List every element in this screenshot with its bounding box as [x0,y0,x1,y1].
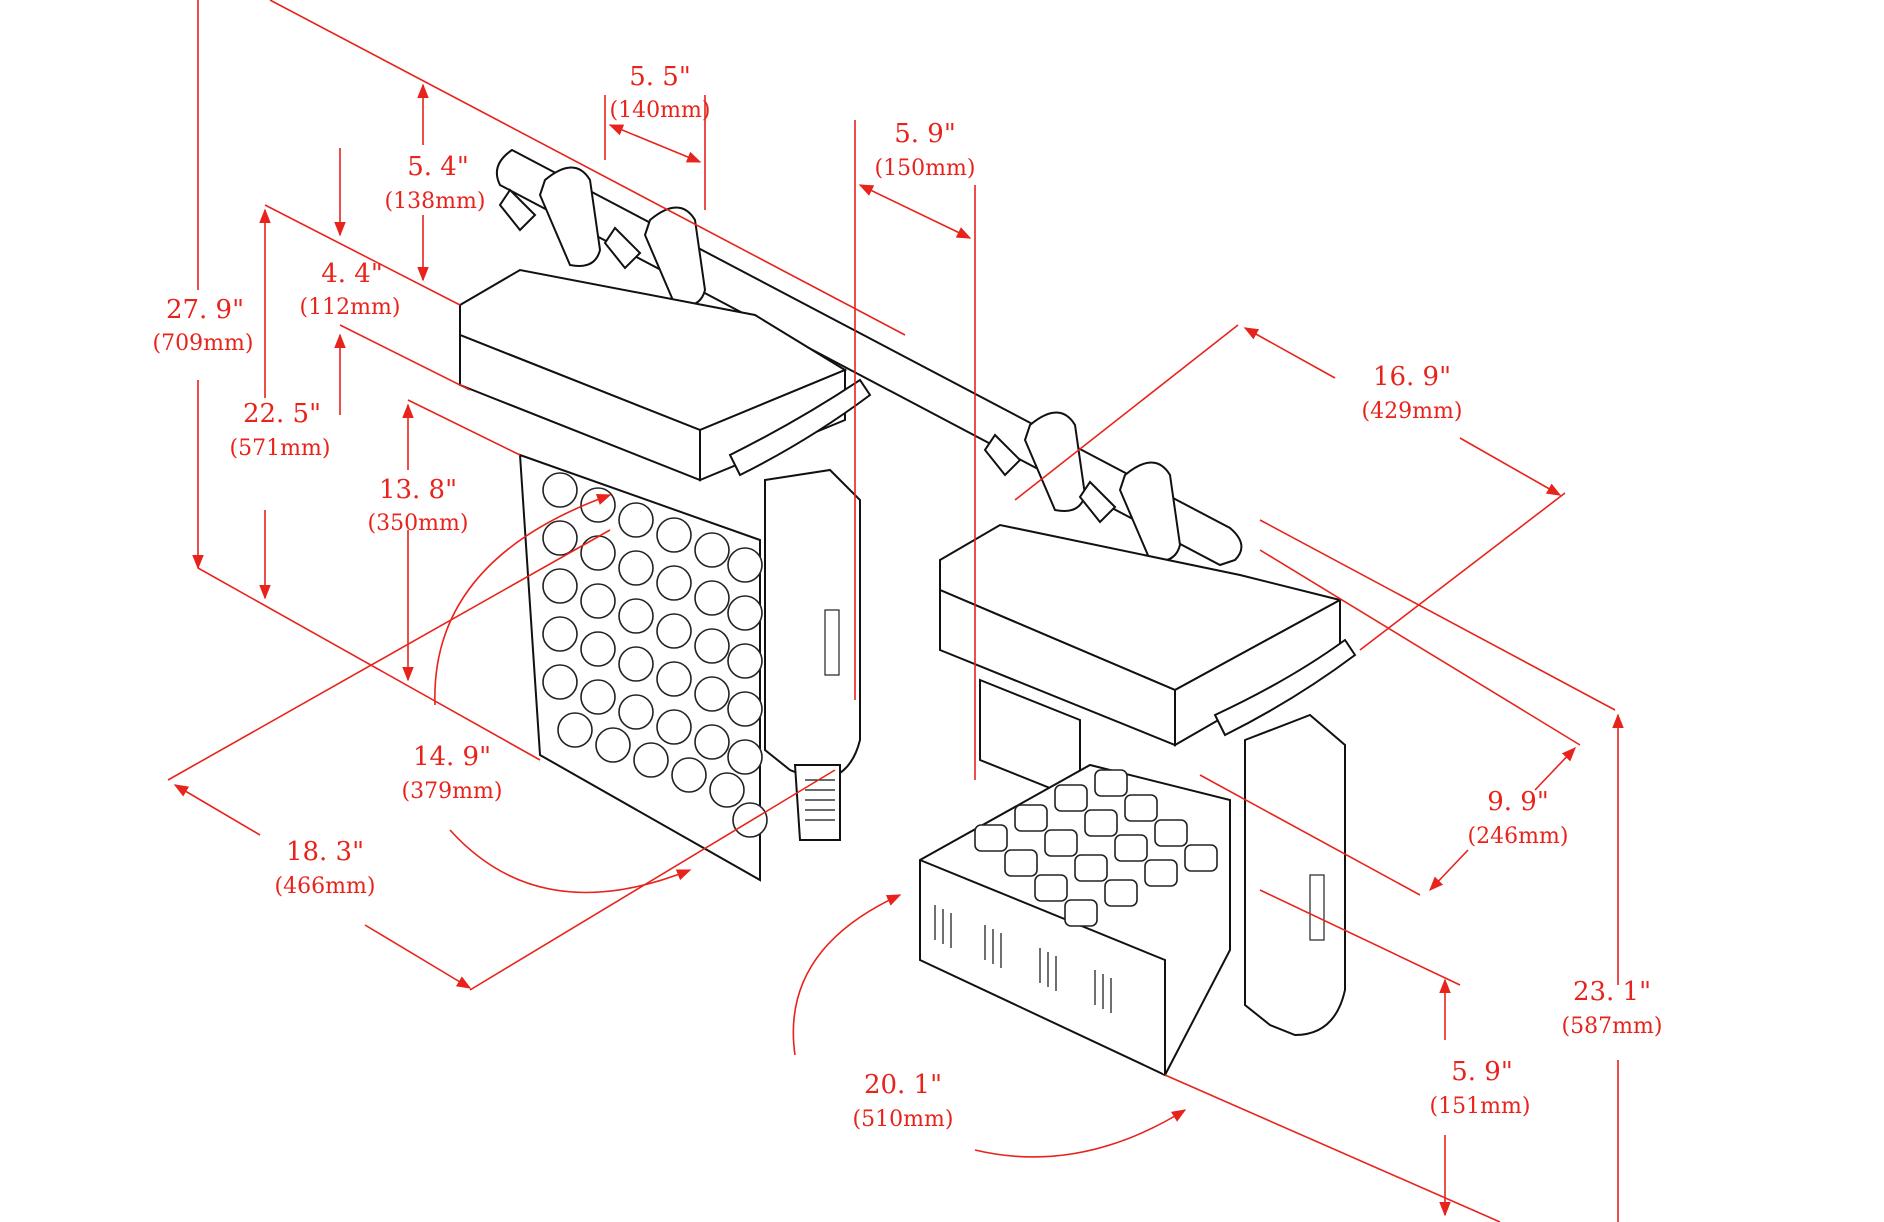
square-lens-grid [974,769,1218,927]
label-top-depth-mm: (112mm) [300,295,401,320]
label-fixture-length-inch: 16. 9" [1373,362,1451,392]
dimension-lines [167,0,1624,1222]
label-total-height-inch: 23. 1" [1573,977,1651,1007]
clamp-left [498,166,602,267]
label-overall-height-mm: (709mm) [153,331,254,356]
label-overall-height-inch: 27. 9" [166,295,244,325]
label-panel-height-mm: (350mm) [368,511,469,536]
label-clamp-spacing-mm: (140mm) [610,98,711,123]
label-clamp-offset-mm: (138mm) [385,189,486,214]
dimension-labels: 27. 9" (709mm) 22. 5" (571mm) 5. 4" (138… [153,62,1663,1132]
label-head-height-inch: 5. 9" [1451,1057,1513,1087]
label-rotation-radius-mm: (379mm) [402,779,503,804]
label-clamp-spacing-inch: 5. 5" [629,62,691,92]
clamp-left-2 [983,411,1087,512]
label-total-height-mm: (587mm) [1562,1014,1663,1039]
label-fixture-length-mm: (429mm) [1362,399,1463,424]
handle-right [1213,638,1357,737]
label-yoke-depth-mm: (246mm) [1468,824,1569,849]
label-base-width-mm: (466mm) [275,874,376,899]
yoke-arm-2 [1244,713,1346,1037]
label-base-width-inch: 18. 3" [286,837,364,867]
label-arm-depth-inch: 5. 9" [894,119,956,149]
label-panel-height-inch: 13. 8" [379,475,457,505]
label-yoke-depth-inch: 9. 9" [1487,787,1549,817]
label-head-height-mm: (151mm) [1430,1094,1531,1119]
label-clamp-offset-inch: 5. 4" [407,152,469,182]
head-vents [934,905,1112,1013]
handle-left [728,378,872,477]
fixture-tilted [919,411,1357,1077]
label-body-height-mm: (571mm) [230,436,331,461]
yoke-arm [764,468,861,782]
label-body-height-inch: 22. 5" [243,399,321,429]
label-top-depth-inch: 4. 4" [321,259,383,289]
label-arm-depth-mm: (150mm) [875,156,976,181]
label-rotation-radius-inch: 14. 9" [413,742,491,772]
label-swing-radius-mm: (510mm) [853,1107,954,1132]
label-swing-radius-inch: 20. 1" [864,1070,942,1100]
